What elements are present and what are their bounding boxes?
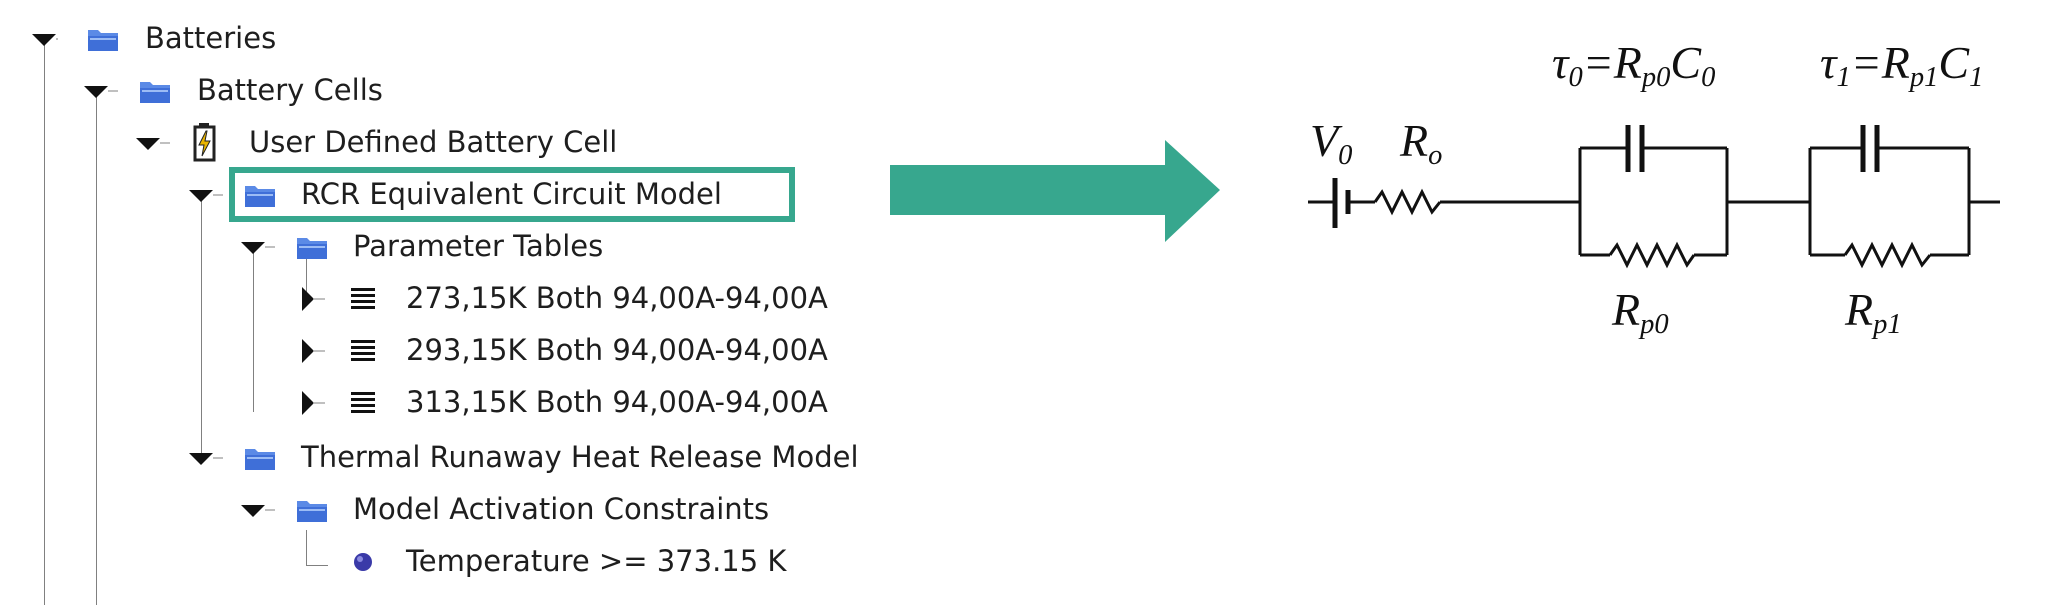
tree-item-label: Temperature >= 373.15 K xyxy=(406,544,787,578)
folder-icon xyxy=(245,449,275,470)
collapsed-arrow-icon[interactable] xyxy=(301,390,327,416)
folder-icon xyxy=(140,82,170,103)
tree-guide-line xyxy=(306,252,307,304)
v0-label: V0 xyxy=(1310,115,1353,171)
tau1-equation: τ1=Rp1C1 xyxy=(1820,37,1984,93)
selection-highlight-box xyxy=(229,167,795,222)
tau0-equation: τ0=Rp0C0 xyxy=(1552,37,1716,93)
tree-item-label: Batteries xyxy=(145,21,277,55)
table-icon xyxy=(351,288,375,309)
ro-label: Ro xyxy=(1400,115,1443,171)
tree-item-label: 273,15K Both 94,00A-94,00A xyxy=(406,281,828,315)
tree-view: Batteries Battery Cells User Defined Bat… xyxy=(0,0,1000,605)
right-arrow-icon xyxy=(890,140,1220,242)
tree-guide-line xyxy=(44,44,45,605)
rcr-circuit-diagram: V0 Ro τ0=Rp0C0 τ1=Rp1C1 Rp0 Rp1 xyxy=(1290,0,2030,360)
tree-item-label: Battery Cells xyxy=(197,73,383,107)
rp0-label: Rp0 xyxy=(1612,284,1669,340)
tree-guide-line xyxy=(201,200,202,458)
tree-guide-line xyxy=(253,252,254,412)
tree-item-label: Model Activation Constraints xyxy=(353,492,770,526)
tree-item-label: User Defined Battery Cell xyxy=(249,125,618,159)
tree-item-label: Thermal Runaway Heat Release Model xyxy=(301,440,859,474)
expanded-arrow-icon[interactable] xyxy=(32,33,58,47)
dot-icon xyxy=(354,553,372,571)
table-icon xyxy=(351,340,375,361)
collapsed-arrow-icon[interactable] xyxy=(301,286,327,312)
expanded-arrow-icon[interactable] xyxy=(241,241,275,255)
tree-guide-line xyxy=(96,96,97,605)
folder-icon xyxy=(297,501,327,522)
circuit-wiring xyxy=(1308,125,2000,269)
battery-icon xyxy=(193,123,216,162)
folder-icon xyxy=(297,238,327,259)
collapsed-arrow-icon[interactable] xyxy=(301,338,327,364)
expanded-arrow-icon[interactable] xyxy=(189,452,223,466)
table-icon xyxy=(351,392,375,413)
expanded-arrow-icon[interactable] xyxy=(189,189,223,203)
expanded-arrow-icon[interactable] xyxy=(84,85,118,99)
tree-item-label: Parameter Tables xyxy=(353,229,604,263)
tree-item-label: 313,15K Both 94,00A-94,00A xyxy=(406,385,828,419)
tree-guide-line xyxy=(306,530,307,565)
rp1-label: Rp1 xyxy=(1845,284,1902,340)
expanded-arrow-icon[interactable] xyxy=(241,504,275,518)
folder-icon xyxy=(88,30,118,51)
expanded-arrow-icon[interactable] xyxy=(136,137,170,151)
tree-item-label: 293,15K Both 94,00A-94,00A xyxy=(406,333,828,367)
tree-guide-line xyxy=(306,565,328,566)
folder-icon xyxy=(245,186,275,207)
tree-item-label: RCR Equivalent Circuit Model xyxy=(301,177,722,211)
